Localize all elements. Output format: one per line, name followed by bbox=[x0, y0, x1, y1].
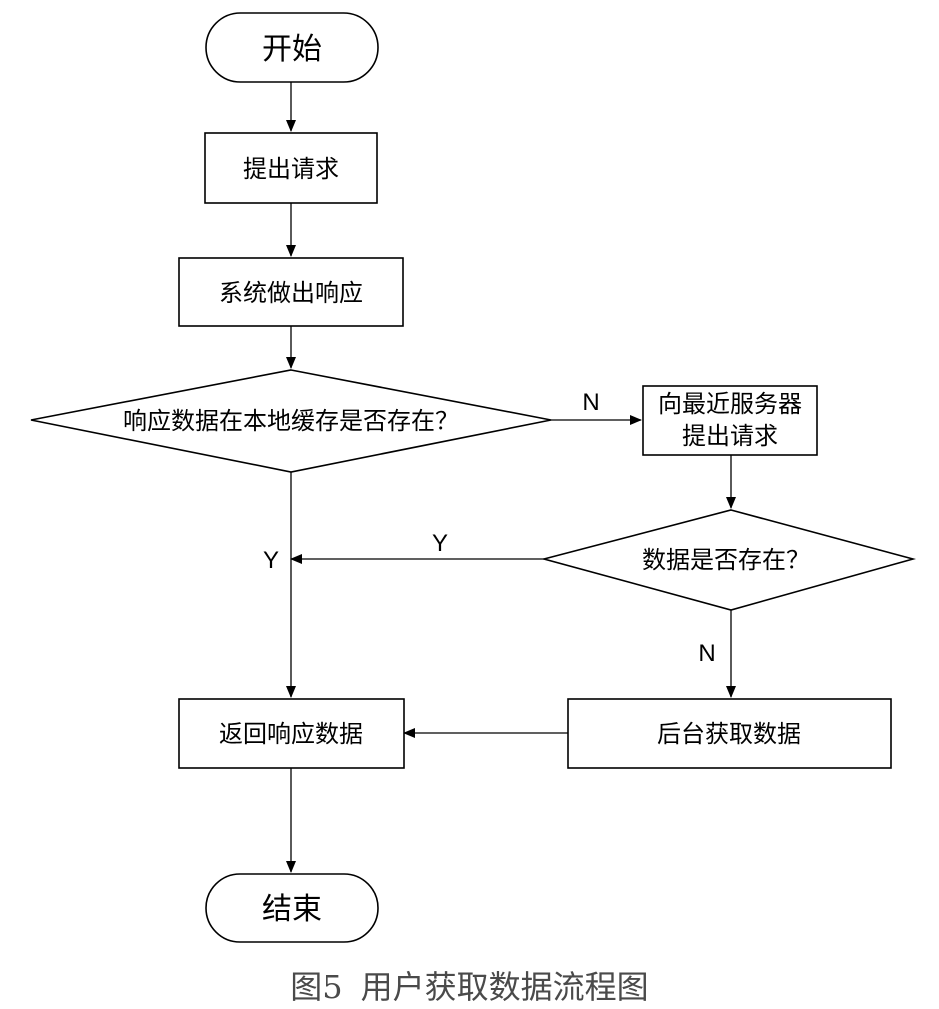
cache-check-decision bbox=[30, 369, 552, 473]
request-box bbox=[204, 132, 378, 204]
data-exists-decision bbox=[540, 509, 917, 611]
backend-fetch-box bbox=[567, 698, 892, 769]
end-label: 结束 bbox=[262, 892, 322, 927]
figure-label: 图5 bbox=[290, 968, 343, 1006]
flowchart: 开始 提出请求 系统做出响应 响应数据在本地缓存是否存在？ 向最近服务器 提出请… bbox=[30, 12, 917, 943]
data-exists-label: 数据是否存在？ bbox=[642, 546, 810, 574]
end-terminal bbox=[205, 873, 379, 943]
cache-yes-label: Y bbox=[263, 547, 279, 574]
nearest-server-box bbox=[642, 385, 818, 456]
cache-no-label: N bbox=[582, 389, 599, 416]
start-label: 开始 bbox=[262, 32, 322, 67]
start-terminal bbox=[205, 12, 379, 83]
figure-title: 用户获取数据流程图 bbox=[360, 968, 649, 1006]
data-no-label: N bbox=[698, 640, 715, 667]
return-data-box bbox=[178, 698, 405, 769]
respond-label: 系统做出响应 bbox=[219, 279, 363, 307]
return-data-label: 返回响应数据 bbox=[219, 720, 363, 748]
figure-caption: 图5 用户获取数据流程图 bbox=[0, 962, 939, 1008]
respond-box bbox=[178, 257, 404, 327]
nearest-server-label-line2: 提出请求 bbox=[682, 422, 778, 450]
cache-check-label: 响应数据在本地缓存是否存在？ bbox=[123, 407, 459, 435]
request-label: 提出请求 bbox=[243, 155, 339, 183]
backend-fetch-label: 后台获取数据 bbox=[657, 720, 801, 748]
data-yes-label: Y bbox=[432, 530, 448, 557]
nearest-server-label-line1: 向最近服务器 bbox=[658, 390, 802, 418]
